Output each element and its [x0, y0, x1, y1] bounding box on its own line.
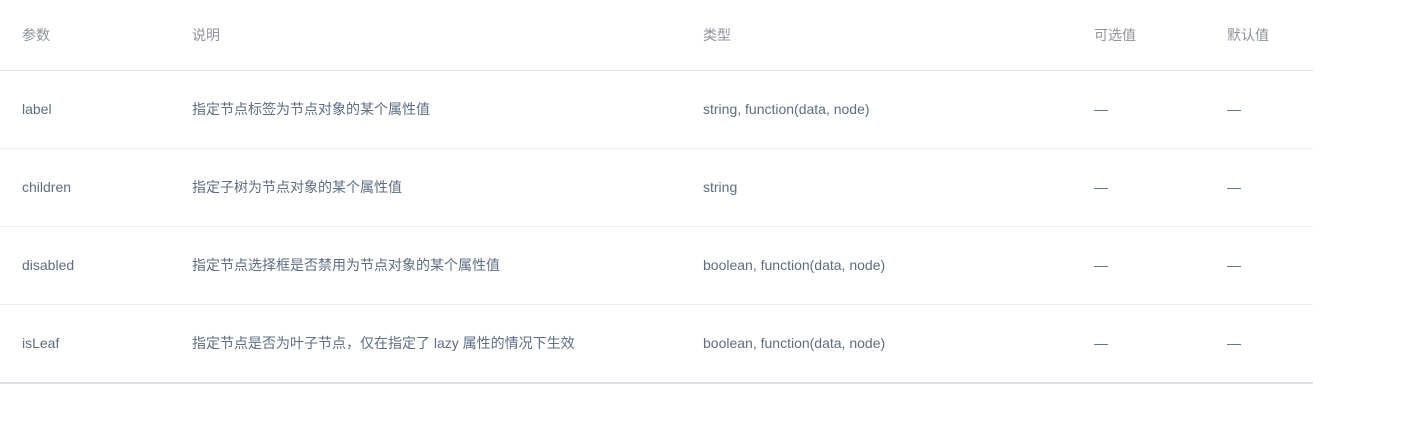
column-header-options: 可选值: [1072, 0, 1205, 71]
tree-props-table: 参数 说明 类型 可选值 默认值 label 指定节点标签为节点对象的某个属性值…: [0, 0, 1313, 384]
column-header-default: 默认值: [1205, 0, 1313, 71]
column-header-param: 参数: [0, 0, 170, 71]
cell-desc: 指定节点是否为叶子节点，仅在指定了 lazy 属性的情况下生效: [170, 304, 681, 384]
cell-default: —: [1205, 148, 1313, 227]
cell-param: disabled: [0, 226, 170, 305]
cell-default: —: [1205, 304, 1313, 384]
cell-param: isLeaf: [0, 304, 170, 384]
table-header-row: 参数 说明 类型 可选值 默认值: [0, 0, 1313, 71]
cell-type: boolean, function(data, node): [681, 304, 1072, 384]
table-row: disabled 指定节点选择框是否禁用为节点对象的某个属性值 boolean,…: [0, 226, 1313, 305]
table-row: isLeaf 指定节点是否为叶子节点，仅在指定了 lazy 属性的情况下生效 b…: [0, 304, 1313, 384]
table-row: children 指定子树为节点对象的某个属性值 string — —: [0, 148, 1313, 227]
table-body: label 指定节点标签为节点对象的某个属性值 string, function…: [0, 70, 1313, 384]
cell-type: boolean, function(data, node): [681, 226, 1072, 305]
table-row: label 指定节点标签为节点对象的某个属性值 string, function…: [0, 70, 1313, 149]
cell-options: —: [1072, 148, 1205, 227]
cell-desc: 指定节点标签为节点对象的某个属性值: [170, 70, 681, 149]
column-header-type: 类型: [681, 0, 1072, 71]
cell-options: —: [1072, 226, 1205, 305]
table-header: 参数 说明 类型 可选值 默认值: [0, 0, 1313, 71]
cell-options: —: [1072, 304, 1205, 384]
cell-desc: 指定节点选择框是否禁用为节点对象的某个属性值: [170, 226, 681, 305]
cell-options: —: [1072, 70, 1205, 149]
cell-param: label: [0, 70, 170, 149]
column-header-desc: 说明: [170, 0, 681, 71]
cell-desc: 指定子树为节点对象的某个属性值: [170, 148, 681, 227]
cell-type: string: [681, 148, 1072, 227]
cell-default: —: [1205, 70, 1313, 149]
cell-default: —: [1205, 226, 1313, 305]
cell-param: children: [0, 148, 170, 227]
cell-type: string, function(data, node): [681, 70, 1072, 149]
